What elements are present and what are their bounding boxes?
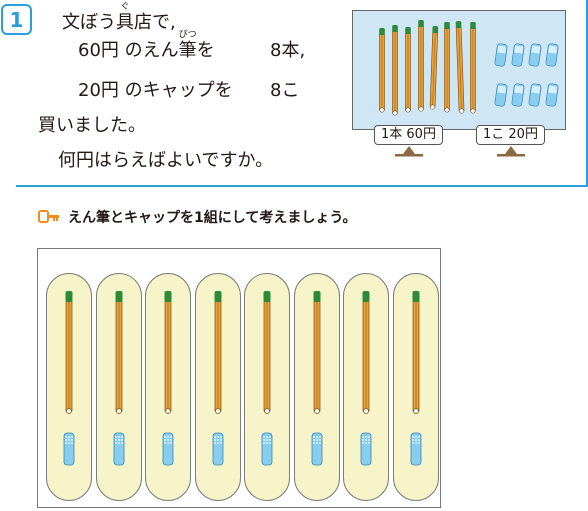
problem-line-2: 60円 のえんぴつ筆を	[78, 30, 215, 61]
problem-line-1: 文ぼうぐ具店で,	[62, 2, 176, 33]
illus-pencil	[379, 28, 385, 113]
problem-line-3: 20円 のキャップを	[78, 80, 233, 101]
key-icon	[38, 210, 59, 223]
illus-pencil	[392, 25, 398, 116]
pencil-cap-pair	[410, 291, 421, 466]
pair-capsule	[392, 273, 439, 501]
illus-cap	[511, 83, 525, 107]
illus-pencil	[470, 22, 476, 114]
illus-cap	[545, 43, 559, 67]
pencil-scale-icon	[395, 146, 423, 157]
work-cap	[261, 432, 273, 466]
hint-row: えん筆とキャップを1組にして考えましょう。	[38, 207, 356, 227]
pair-capsule	[46, 273, 92, 501]
work-cap	[311, 432, 322, 466]
work-cap	[360, 432, 372, 466]
ruby-pitsu: ぴつ筆	[178, 30, 197, 61]
ruby-gu: ぐ具	[116, 2, 134, 33]
work-cap	[212, 432, 223, 466]
pencil-cap-pair	[212, 291, 223, 466]
illus-cap	[494, 43, 508, 67]
problem-frame	[16, 0, 588, 187]
illus-pencil	[418, 20, 424, 112]
pencils-and-caps-illustration	[379, 20, 559, 116]
pair-capsule	[293, 273, 340, 501]
illus-cap	[511, 43, 525, 67]
illus-pencil	[429, 25, 439, 110]
pair-capsule	[95, 273, 142, 501]
work-cap	[162, 432, 174, 466]
cap-count-text: 8こ	[270, 80, 300, 101]
illustration-box	[352, 10, 566, 130]
hint-text: えん筆とキャップを1組にして考えましょう。	[68, 210, 357, 226]
cap-scale-icon	[497, 146, 525, 157]
pair-capsule	[244, 273, 290, 501]
pencil-count-text: 8本,	[270, 40, 306, 61]
pencil-cap-pair	[162, 291, 174, 466]
pencil-cap-pair	[63, 291, 75, 466]
illus-pencil	[444, 22, 450, 113]
pair-capsule	[194, 273, 241, 501]
pencil-cap-pair	[261, 291, 273, 466]
illus-cap	[545, 83, 559, 107]
problem-number: 1	[9, 7, 24, 32]
problem-question: 何円はらえばよいですか。	[58, 150, 274, 171]
pair-capsule	[343, 273, 389, 501]
pencil-cap-pair	[113, 291, 124, 466]
work-cap	[410, 432, 421, 466]
illus-pencil	[455, 20, 465, 114]
pencil-cap-pair	[311, 291, 322, 466]
work-cap	[63, 432, 75, 466]
pencil-cap-pair	[360, 291, 372, 466]
illus-cap	[528, 43, 542, 67]
illus-cap	[494, 83, 508, 107]
illus-cap	[528, 83, 542, 107]
cap-price-tag: 1こ 20円	[476, 125, 545, 145]
work-cap	[113, 432, 124, 466]
pair-capsule	[145, 273, 191, 501]
illus-pencil	[405, 27, 411, 113]
pencil-price-tag: 1本 60円	[374, 125, 443, 145]
problem-number-badge: 1	[1, 4, 32, 35]
pairing-work-area	[37, 248, 441, 508]
problem-line-4: 買いました。	[38, 115, 146, 136]
